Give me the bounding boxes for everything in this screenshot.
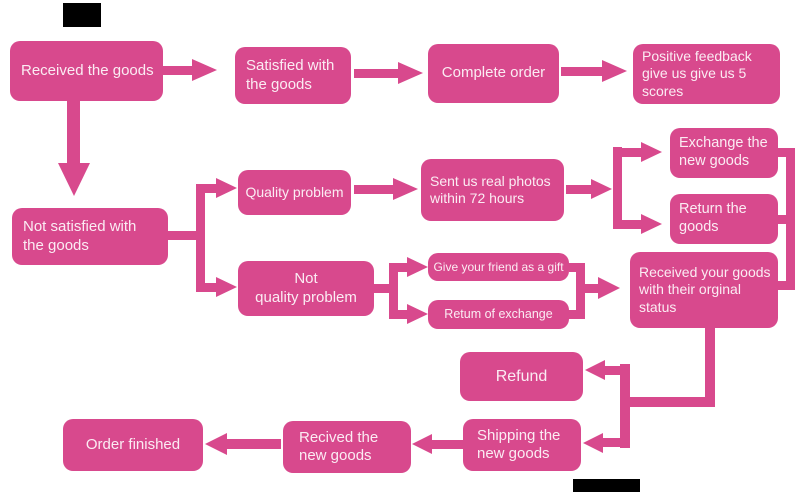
- branch-notsatisfied-stub: [168, 231, 202, 240]
- arrow-to-notquality-head: [216, 277, 237, 297]
- node-shipping-new-goods: Shipping the new goods: [463, 419, 581, 471]
- arrow-to-gift-head: [407, 257, 428, 277]
- node-received-goods-original-status: Received your goods with their orginal s…: [630, 252, 778, 328]
- receivedorig-horizontal: [622, 397, 715, 407]
- arrow-received-to-satisfied-head: [192, 59, 217, 81]
- arrow-recived-to-finished-head: [205, 433, 227, 455]
- node-satisfied-with-goods: Satisfied with the goods: [235, 47, 351, 104]
- redaction-block-bottom: [573, 479, 640, 492]
- arrow-quality-to-photos-shaft: [354, 185, 394, 194]
- receivedorig-down-vertical: [705, 328, 715, 406]
- refund-shipping-vertical: [620, 364, 630, 448]
- arrow-photos-split-head: [591, 179, 612, 199]
- node-recived-new-goods: Recived the new goods: [283, 421, 411, 473]
- arrow-merge-to-receivedorig-shaft: [585, 284, 599, 293]
- redaction-block-top: [63, 3, 101, 27]
- node-retum-of-exchange: Retum of exchange: [428, 300, 569, 329]
- bracket-right-vertical: [786, 148, 795, 290]
- node-give-friend-gift: Give your friend as a gift: [428, 253, 569, 281]
- node-positive-feedback: Positive feedback give us give us 5 scor…: [633, 44, 780, 104]
- arrow-to-retum-shaft: [398, 310, 408, 319]
- node-refund: Refund: [460, 352, 583, 401]
- branch-notquality-stub: [372, 284, 394, 293]
- arrow-recived-to-finished-shaft: [225, 439, 281, 449]
- node-order-finished: Order finished: [63, 419, 203, 471]
- arrow-to-return-head: [641, 214, 662, 234]
- arrow-to-return-shaft: [622, 220, 642, 229]
- node-not-quality-problem: Not quality problem: [238, 261, 374, 316]
- arrow-to-gift-shaft: [398, 263, 408, 272]
- node-not-satisfied-with-goods: Not satisfied with the goods: [12, 208, 168, 265]
- arrow-complete-to-positive-shaft: [561, 67, 603, 76]
- arrow-received-to-notsatisfied-shaft: [67, 101, 80, 163]
- arrow-complete-to-positive-head: [602, 60, 627, 82]
- arrow-to-shipping-shaft: [601, 438, 623, 447]
- bracket-return-stub: [772, 215, 788, 224]
- arrow-satisfied-to-complete-head: [398, 62, 423, 84]
- bracket-receivedorig-stub: [772, 281, 788, 290]
- arrow-quality-to-photos-head: [393, 178, 418, 200]
- arrow-shipping-to-recived-head: [412, 434, 432, 454]
- bracket-exchange-stub: [772, 148, 788, 157]
- arrow-to-refund-shaft: [603, 366, 623, 375]
- arrow-to-exchange-head: [641, 142, 662, 162]
- node-received-the-goods: Received the goods: [10, 41, 163, 101]
- photos-split-vertical: [613, 147, 622, 229]
- arrow-to-quality-shaft: [205, 184, 217, 193]
- arrow-to-quality-head: [216, 178, 237, 198]
- arrow-to-shipping-head: [583, 433, 603, 453]
- node-complete-order: Complete order: [428, 44, 559, 103]
- arrow-to-notquality-shaft: [205, 283, 217, 292]
- branch-notquality-vertical: [389, 263, 398, 319]
- arrow-to-retum-head: [407, 304, 428, 324]
- node-exchange-new-goods: Exchange the new goods: [670, 128, 778, 178]
- branch-notsatisfied-vertical: [196, 184, 205, 292]
- arrow-to-exchange-shaft: [622, 148, 642, 157]
- node-quality-problem: Quality problem: [238, 170, 351, 215]
- arrow-photos-split-shaft: [566, 185, 592, 194]
- arrow-merge-to-receivedorig-head: [598, 277, 620, 299]
- arrow-received-to-notsatisfied-head: [58, 163, 90, 196]
- arrow-shipping-to-recived-shaft: [430, 440, 463, 449]
- node-sent-real-photos: Sent us real photos within 72 hours: [421, 159, 564, 221]
- merge-vertical: [576, 263, 585, 319]
- arrow-received-to-satisfied-shaft: [163, 66, 193, 75]
- arrow-to-refund-head: [585, 360, 605, 380]
- node-return-the-goods: Return the goods: [670, 194, 778, 244]
- arrow-satisfied-to-complete-shaft: [354, 69, 399, 78]
